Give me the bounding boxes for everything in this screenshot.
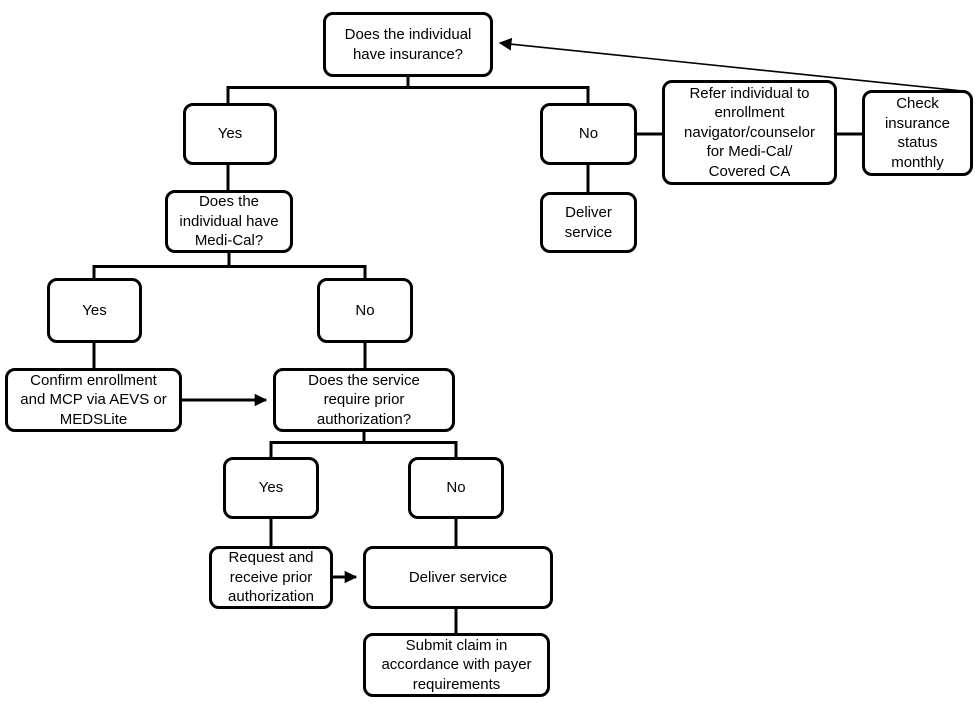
node-insurance-no: No <box>540 103 637 165</box>
node-medical-yes: Yes <box>47 278 142 343</box>
node-deliver-service-main: Deliver service <box>363 546 553 609</box>
node-does-service-require-prior-auth: Does the service require prior authoriza… <box>273 368 455 432</box>
node-refer-enrollment-navigator: Refer individual to enrollment navigator… <box>662 80 837 185</box>
node-does-individual-have-medical: Does the individual have Medi-Cal? <box>165 190 293 253</box>
node-does-individual-have-insurance: Does the individual have insurance? <box>323 12 493 77</box>
node-medical-no: No <box>317 278 413 343</box>
node-prior-auth-no: No <box>408 457 504 519</box>
node-prior-auth-yes: Yes <box>223 457 319 519</box>
node-check-insurance-monthly: Check insurance status monthly <box>862 90 973 176</box>
node-insurance-yes: Yes <box>183 103 277 165</box>
node-confirm-enrollment-mcp: Confirm enrollment and MCP via AEVS or M… <box>5 368 182 432</box>
node-submit-claim: Submit claim in accordance with payer re… <box>363 633 550 697</box>
connector-check-to-insurance-arrow <box>498 37 964 92</box>
node-request-receive-prior-auth: Request and receive prior authorization <box>209 546 333 609</box>
node-deliver-service-no-insurance: Deliver service <box>540 192 637 253</box>
